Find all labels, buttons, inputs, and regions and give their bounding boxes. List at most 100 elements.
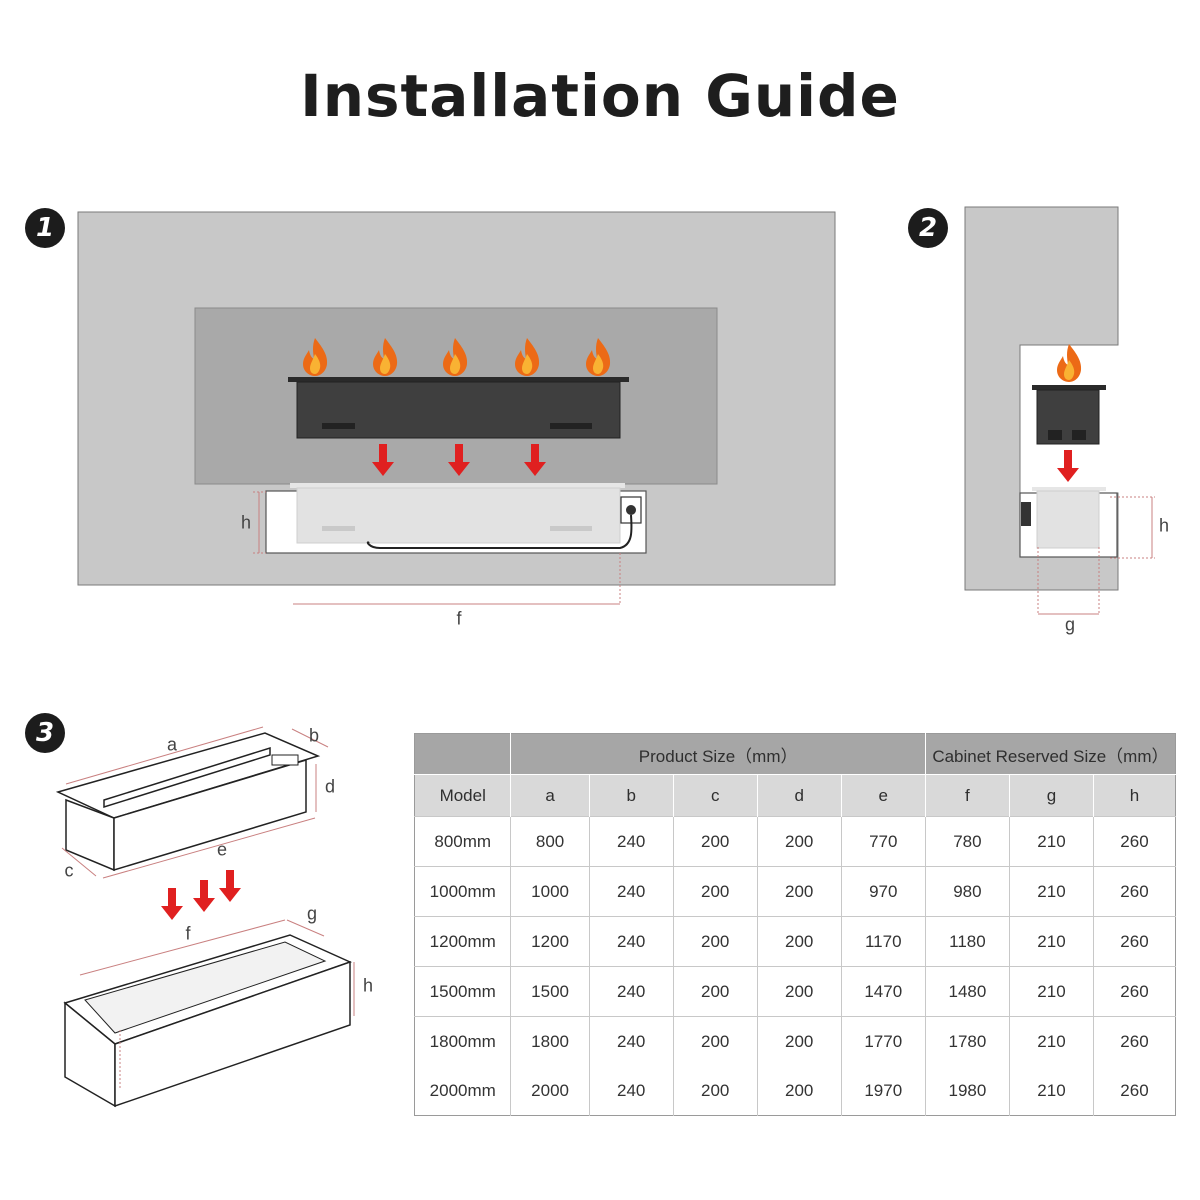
value-cell: 240 [588,816,674,867]
value-cell: 1500 [510,966,590,1017]
value-cell: 1200 [510,916,590,967]
column-header: c [672,774,758,817]
value-cell: 2000 [510,1066,590,1116]
value-cell: 200 [756,1016,842,1066]
value-cell: 1980 [924,1066,1010,1116]
value-cell: 200 [672,1066,758,1116]
column-header: b [588,774,674,817]
value-cell: 210 [1008,866,1094,917]
value-cell: 260 [1092,816,1176,867]
socket-side [1021,502,1031,526]
column-header: d [756,774,842,817]
value-cell: 970 [840,866,926,917]
step1-diagram [77,211,836,605]
value-cell: 800 [510,816,590,867]
column-header: a [510,774,590,817]
model-cell: 1800mm [414,1016,511,1066]
value-cell: 210 [1008,916,1094,967]
column-header: g [1008,774,1094,817]
value-cell: 200 [672,816,758,867]
value-cell: 200 [756,966,842,1017]
dim-label-b: b [308,725,320,746]
step3-dimensions [61,726,355,1090]
dim-label-e: e [216,839,228,860]
step-2-badge: 2 [908,208,948,248]
flame [1057,344,1082,382]
value-cell: 980 [924,866,1010,917]
burner-body [296,381,621,439]
dim-label-h: h [1158,515,1170,536]
vent-left [322,423,355,429]
burner-top-plate [288,377,629,382]
value-cell: 210 [1008,966,1094,1017]
value-cell: 200 [756,816,842,867]
model-header: Model [414,774,511,817]
value-cell: 1800 [510,1016,590,1066]
cabinet-size-header: Cabinet Reserved Size（mm） [924,733,1176,775]
value-cell: 210 [1008,816,1094,867]
ghost-plate [290,483,625,488]
value-cell: 260 [1092,1016,1176,1066]
burner-slot [103,746,271,809]
value-cell: 200 [672,966,758,1017]
product-size-header: Product Size（mm） [510,733,926,775]
value-cell: 210 [1008,1066,1094,1116]
value-cell: 770 [840,816,926,867]
value-cell: 260 [1092,916,1176,967]
value-cell: 200 [672,1016,758,1066]
value-cell: 260 [1092,966,1176,1017]
dim-label-f: f [185,923,191,944]
value-cell: 780 [924,816,1010,867]
arrow-down [1057,450,1079,482]
step3-arrows [161,870,241,920]
value-cell: 1480 [924,966,1010,1017]
size-spec-table: Product Size（mm） Cabinet Reserved Size（m… [414,733,1176,1116]
dim-label-h: h [362,975,374,996]
model-cell: 1200mm [414,916,511,967]
burner-side [1036,389,1100,445]
value-cell: 1000 [510,866,590,917]
value-cell: 200 [672,916,758,967]
vent-right [550,423,592,429]
model-cell: 800mm [414,816,511,867]
dim-label-f: f [456,608,462,629]
dim-label-g: g [1064,614,1076,635]
value-cell: 1180 [924,916,1010,967]
value-cell: 1770 [840,1016,926,1066]
value-cell: 200 [672,866,758,917]
value-cell: 1470 [840,966,926,1017]
value-cell: 200 [756,1066,842,1116]
column-header: h [1092,774,1176,817]
page-title: Installation Guide [300,62,900,130]
value-cell: 210 [1008,1016,1094,1066]
cabinet-front-face [114,960,351,1108]
column-header: e [840,774,926,817]
model-cell: 1000mm [414,866,511,917]
value-cell: 260 [1092,866,1176,917]
value-cell: 200 [756,916,842,967]
step-1-badge: 1 [25,208,65,248]
value-cell: 200 [756,866,842,917]
column-header: f [924,774,1010,817]
dim-label-d: d [324,776,336,797]
value-cell: 240 [588,1066,674,1116]
dim-label-g: g [306,903,318,924]
dim-label-c: c [64,860,74,881]
step-3-badge: 3 [25,713,65,753]
value-cell: 240 [588,866,674,917]
ghost-burner [296,487,621,544]
value-cell: 240 [588,966,674,1017]
dim-label-a: a [166,734,178,755]
value-cell: 260 [1092,1066,1176,1116]
value-cell: 1780 [924,1016,1010,1066]
value-cell: 240 [588,916,674,967]
burner-front-face [113,758,307,872]
